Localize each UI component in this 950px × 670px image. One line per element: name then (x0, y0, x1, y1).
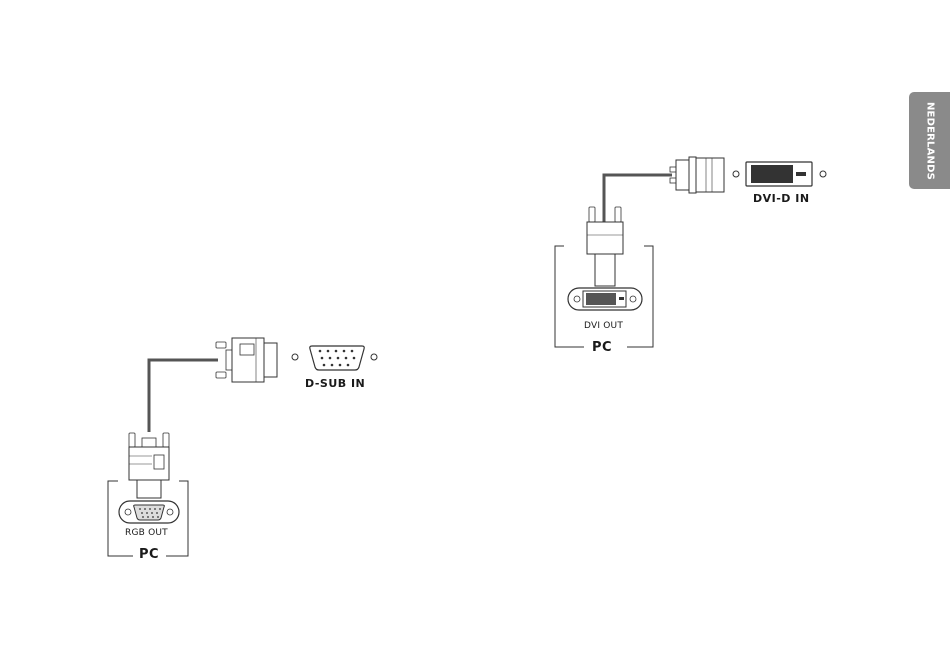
dvi-d-in-label: DVI-D IN (753, 192, 810, 205)
dvi-diagram (555, 157, 826, 347)
dsub-plug-monitor-side (216, 338, 277, 382)
rgb-out-port (119, 501, 179, 523)
dsub-diagram (108, 338, 377, 556)
d-sub-in-label: D-SUB IN (305, 377, 365, 390)
d-sub-in-port (292, 346, 377, 370)
rgb-out-label: RGB OUT (125, 528, 168, 538)
dsub-pc-label: PC (139, 547, 159, 562)
dvi-out-label: DVI OUT (584, 321, 623, 331)
dvi-d-in-port (733, 162, 826, 186)
dsub-plug-pc-side (129, 433, 169, 498)
dsub-cable (149, 360, 218, 432)
dvi-out-port (568, 288, 642, 310)
dvi-plug-monitor-side (670, 157, 724, 193)
dvi-pc-label: PC (592, 340, 612, 355)
